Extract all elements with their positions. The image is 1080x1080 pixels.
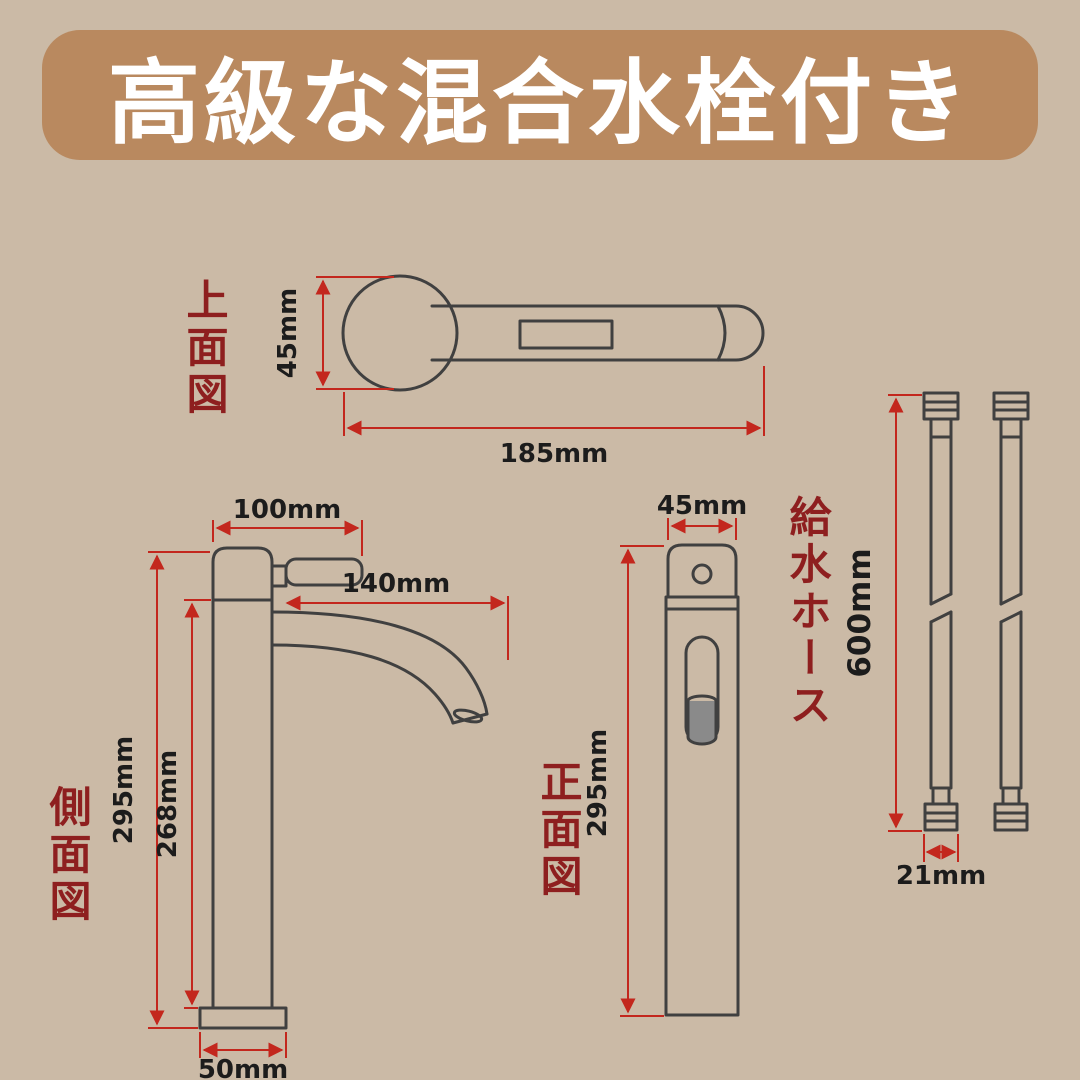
header-banner: 高級な混合水栓付き: [42, 30, 1038, 160]
side-view-drawing: [198, 546, 489, 1030]
spout-outer-curve: [270, 610, 489, 716]
hose-break-upper: [999, 592, 1023, 606]
hose-top-nut: [992, 391, 1030, 421]
hose-connector-text: 21mm: [896, 861, 986, 891]
spout-outlet: [452, 708, 484, 724]
faucet-body-front: [664, 595, 740, 1017]
top-length-text: 185mm: [500, 439, 608, 469]
side-top-width-text: 100mm: [233, 495, 341, 525]
faucet-knob-top: [341, 274, 459, 392]
hose-bottom-nut: [993, 802, 1029, 832]
cap-hole: [691, 563, 713, 585]
side-total-height-text: 295mm: [109, 736, 139, 844]
top-view-drawing: [341, 274, 765, 392]
supply-hose-right: [992, 391, 1030, 832]
front-view-label: 正面図: [534, 760, 583, 901]
supply-hose-left: [922, 391, 960, 832]
base-width-text: 50mm: [198, 1055, 288, 1080]
hose-top-collar: [999, 417, 1023, 439]
side-view-label: 側面図: [43, 785, 92, 926]
hose-break-lower: [999, 610, 1023, 624]
dimension-lines: [148, 276, 959, 1058]
front-height-text: 295mm: [583, 729, 613, 837]
lever-cylinder-front: [686, 699, 718, 746]
front-view-drawing: [664, 543, 740, 1017]
top-height-text: 45mm: [273, 288, 303, 378]
hose-top-collar: [929, 417, 953, 439]
header-title: 高級な混合水栓付き: [107, 49, 972, 157]
hose-top-nut: [922, 391, 960, 421]
faucet-body-top: [430, 304, 765, 362]
spout-reach-text: 140mm: [342, 569, 450, 599]
hose-break-upper: [929, 592, 953, 606]
front-width-text: 45mm: [657, 491, 747, 521]
hose-bottom-collar: [931, 786, 951, 806]
faucet-base-side: [198, 1006, 288, 1030]
faucet-cap-line: [716, 304, 727, 362]
faucet-body-side: [211, 546, 274, 1010]
hose-label: 給水ホース: [783, 495, 832, 730]
hose-length-text: 600mm: [842, 548, 878, 677]
dimension-texts: 45mm 185mm 100mm 140mm 295mm 268mm 50mm …: [109, 288, 986, 1080]
spout-inner-curve: [270, 643, 455, 725]
hose-break-lower: [929, 610, 953, 624]
top-view-label: 上面図: [180, 278, 229, 419]
side-body-height-text: 268mm: [153, 750, 183, 858]
hose-bottom-collar: [1001, 786, 1021, 806]
faucet-handle-slot: [518, 319, 614, 350]
hose-bottom-nut: [923, 802, 959, 832]
handle-connector-side: [270, 564, 288, 588]
faucet-cap-front: [666, 543, 738, 599]
handle-lever-side: [284, 557, 364, 587]
